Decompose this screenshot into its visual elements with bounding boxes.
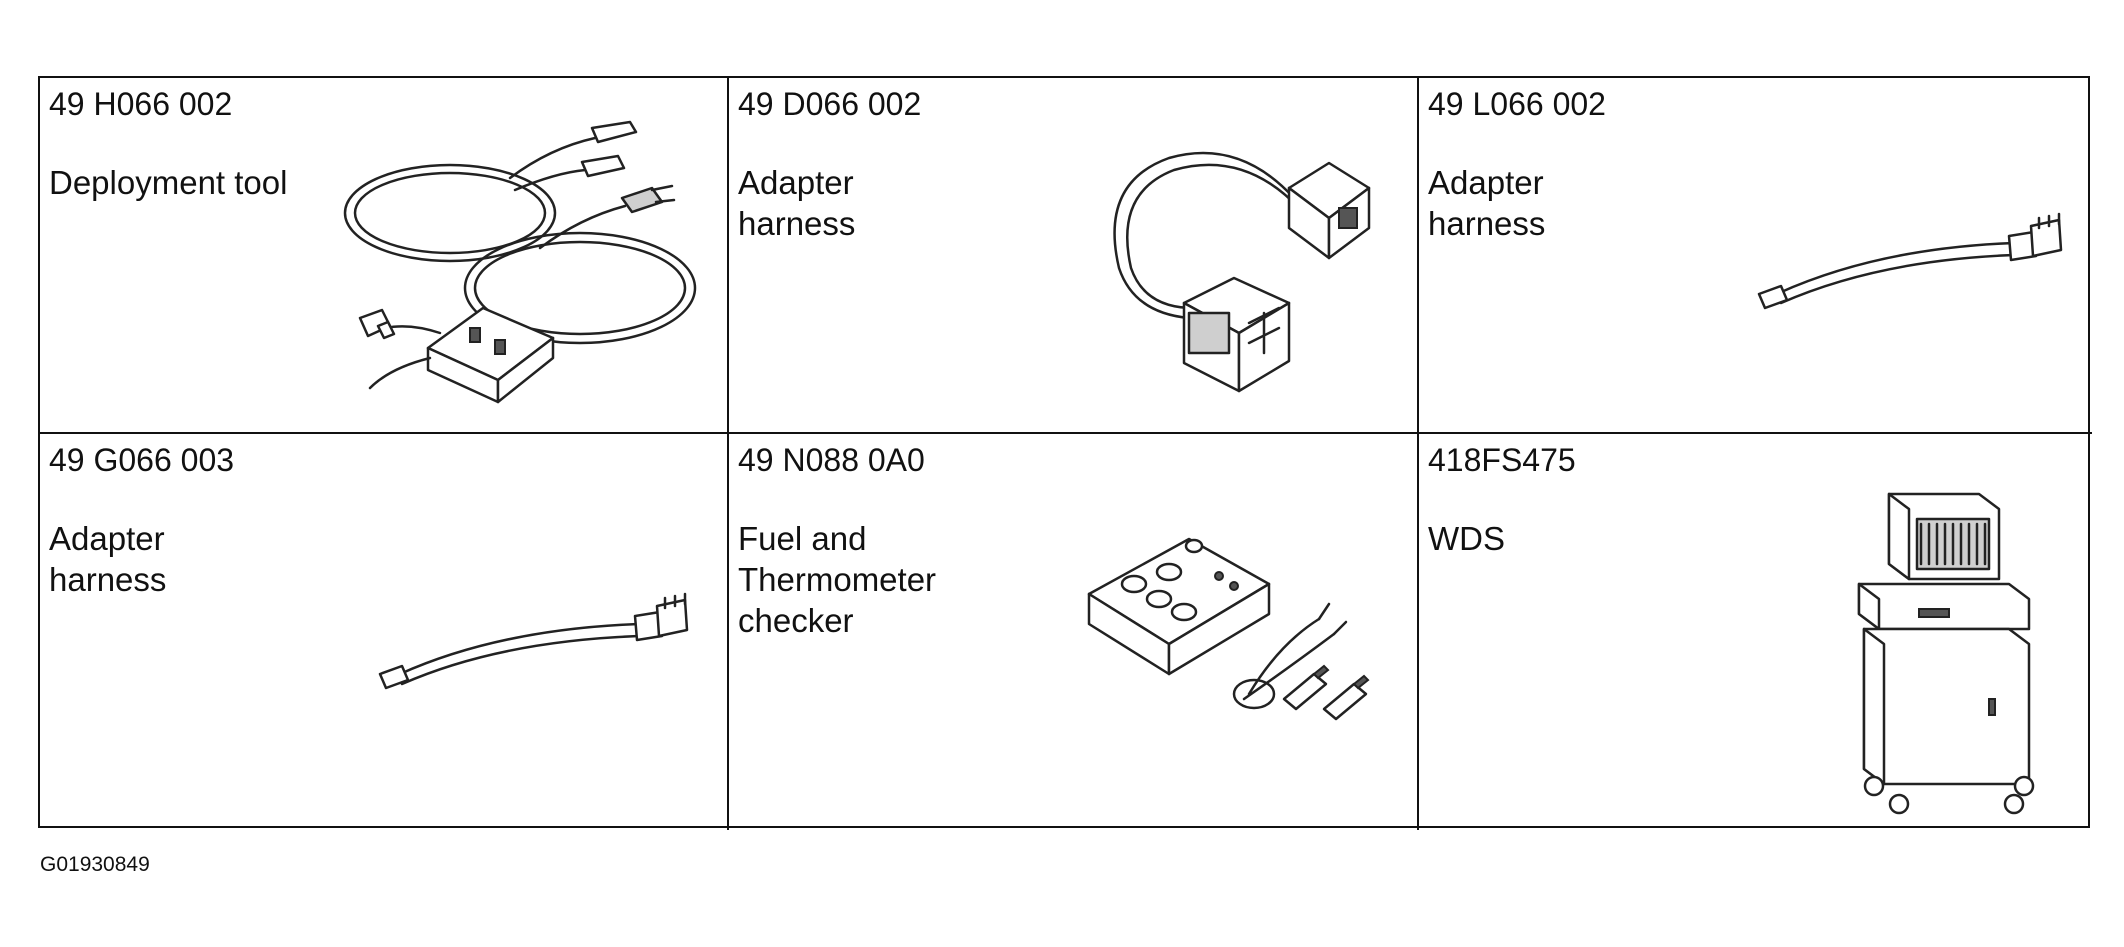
deployment-tool-icon	[330, 118, 720, 418]
tool-cell-fuel-thermometer-checker: 49 N088 0A0 Fuel and Thermometer checker	[729, 434, 1419, 830]
tool-description: Deployment tool	[49, 164, 288, 201]
figure-id: G01930849	[40, 853, 150, 876]
tool-cell-adapter-harness-l066: 49 L066 002 Adapter harness	[1419, 78, 2092, 434]
tool-description: WDS	[1428, 520, 1505, 557]
tool-description: Adapter harness	[1428, 164, 1546, 242]
tool-description: Adapter harness	[738, 164, 856, 242]
adapter-harness-cable-icon	[1739, 198, 2079, 328]
fuel-thermometer-checker-icon	[1079, 524, 1399, 754]
part-number: 49 N088 0A0	[738, 442, 925, 478]
part-number: 49 G066 003	[49, 442, 235, 478]
tool-description: Adapter harness	[49, 520, 167, 598]
tool-cell-wds: 418FS475 WDS	[1419, 434, 2092, 830]
part-number: 49 H066 002	[49, 86, 233, 122]
special-tools-table: 49 H066 002 Deployment tool	[38, 76, 2092, 830]
tool-cell-deployment-tool: 49 H066 002 Deployment tool	[40, 78, 729, 434]
wds-cart-icon	[1839, 474, 2059, 824]
adapter-harness-cable-icon	[360, 574, 710, 704]
part-number: 49 D066 002	[738, 86, 922, 122]
tool-description: Fuel and Thermometer checker	[738, 520, 937, 639]
tool-cell-adapter-harness-d066: 49 D066 002 Adapter harness	[729, 78, 1419, 434]
part-number: 418FS475	[1428, 442, 1576, 478]
part-number: 49 L066 002	[1428, 86, 1606, 122]
tool-cell-adapter-harness-g066: 49 G066 003 Adapter harness	[40, 434, 729, 830]
adapter-harness-connector-icon	[1089, 128, 1389, 408]
